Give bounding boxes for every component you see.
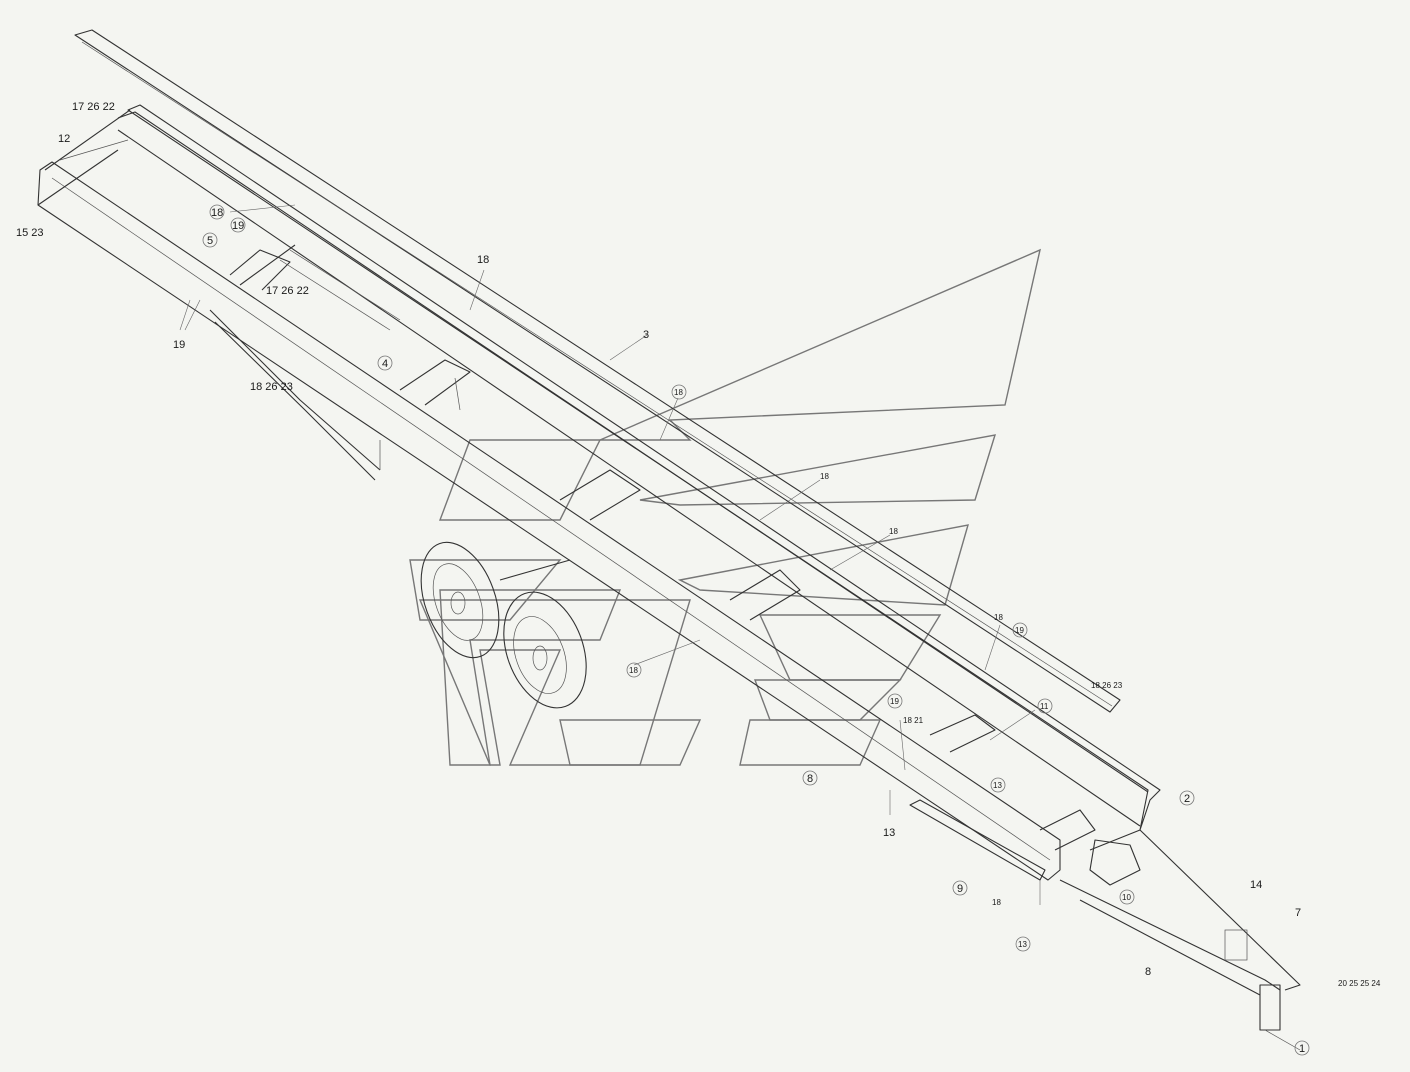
callout-11: 11 bbox=[1037, 698, 1053, 714]
callout-13-mid: 13 bbox=[883, 827, 895, 839]
callout-text: 19 bbox=[232, 220, 244, 232]
callout-19-left: 19 bbox=[230, 217, 246, 233]
callout-text: 12 bbox=[58, 133, 70, 145]
callout-text: 18 bbox=[994, 613, 1003, 622]
diagonal-braces bbox=[209, 309, 381, 481]
wheel-pair bbox=[420, 541, 587, 709]
callout-text: 14 bbox=[1250, 879, 1262, 891]
callout-text: 13 bbox=[993, 781, 1002, 790]
main-frame bbox=[37, 29, 1161, 881]
callout-text: 18 bbox=[889, 527, 898, 536]
callout-8-right: 8 bbox=[1145, 966, 1151, 978]
callout-text: 18 26 23 bbox=[1091, 681, 1123, 690]
callout-18-26-23-right: 18 26 23 bbox=[1091, 681, 1123, 690]
callout-18-c: 18 bbox=[889, 527, 898, 536]
callout-17-26-22-top: 17 26 22 bbox=[72, 101, 115, 113]
callout-text: 18 bbox=[629, 666, 638, 675]
callout-2: 2 bbox=[1179, 790, 1195, 806]
callout-18-rail: 18 bbox=[477, 254, 489, 266]
callout-18-lower: 18 bbox=[992, 898, 1001, 907]
callout-text: 2 bbox=[1184, 793, 1190, 805]
callout-text: 17 26 22 bbox=[72, 101, 115, 113]
callout-text: 10 bbox=[1122, 893, 1131, 902]
callout-text: 18 bbox=[992, 898, 1001, 907]
callout-text: 8 bbox=[807, 773, 813, 785]
callout-19-bolts: 19 bbox=[173, 339, 185, 351]
callout-text: 13 bbox=[883, 827, 895, 839]
tow-hitch-assembly bbox=[909, 799, 1301, 1051]
callout-20-25-25-24: 20 25 25 24 bbox=[1338, 979, 1381, 988]
callout-text: 18 bbox=[820, 472, 829, 481]
callout-19-right: 19 bbox=[1012, 622, 1028, 638]
callout-18-d: 18 bbox=[626, 662, 642, 678]
callout-text: 18 26 23 bbox=[250, 381, 293, 393]
callout-18-a: 18 bbox=[671, 384, 687, 400]
callout-18-left: 18 bbox=[209, 204, 225, 220]
callout-text: 19 bbox=[890, 697, 899, 706]
callout-text: 8 bbox=[1145, 966, 1151, 978]
callout-text: 1 bbox=[1299, 1043, 1305, 1055]
callout-text: 18 bbox=[211, 207, 223, 219]
callout-3: 3 bbox=[643, 329, 649, 341]
callout-text: 4 bbox=[382, 358, 388, 370]
callout-text: 18 21 bbox=[903, 716, 924, 725]
callout-15-23: 15 23 bbox=[16, 227, 44, 239]
callout-text: 18 bbox=[477, 254, 489, 266]
cross-members bbox=[229, 244, 1096, 851]
callout-14: 14 bbox=[1250, 879, 1262, 891]
callout-text: 13 bbox=[1018, 940, 1027, 949]
callout-text: 19 bbox=[1015, 626, 1024, 635]
callout-text: 3 bbox=[643, 329, 649, 341]
callout-5: 5 bbox=[202, 232, 218, 248]
callout-9: 9 bbox=[952, 880, 968, 896]
callout-text: 20 25 25 24 bbox=[1338, 979, 1381, 988]
callout-text: 18 bbox=[674, 388, 683, 397]
callout-18-26-23-left: 18 26 23 bbox=[250, 381, 293, 393]
callout-12: 12 bbox=[58, 133, 70, 145]
leader-lines bbox=[179, 204, 1041, 905]
callout-18-b: 18 bbox=[820, 472, 829, 481]
callout-19-center: 19 bbox=[887, 693, 903, 709]
callout-text: 7 bbox=[1295, 907, 1301, 919]
callout-18-21: 18 21 bbox=[903, 716, 924, 725]
callout-17-26-22-mid: 17 26 22 bbox=[266, 285, 309, 297]
callout-7: 7 bbox=[1295, 907, 1301, 919]
callout-4: 4 bbox=[377, 355, 393, 371]
callout-text: 5 bbox=[207, 235, 213, 247]
callout-text: 17 26 22 bbox=[266, 285, 309, 297]
callout-text: 11 bbox=[1040, 702, 1049, 711]
callout-text: 19 bbox=[173, 339, 185, 351]
callout-18-e: 18 bbox=[994, 613, 1003, 622]
callout-10: 10 bbox=[1119, 889, 1135, 905]
callout-labels: 17 26 22 12 15 23 18 19 5 17 26 22 19 18… bbox=[16, 101, 1381, 1056]
callout-text: 9 bbox=[957, 883, 963, 895]
callout-text: 15 23 bbox=[16, 227, 44, 239]
callout-13-lower: 13 bbox=[1015, 936, 1031, 952]
callout-13-upper: 13 bbox=[990, 777, 1006, 793]
callout-8-left: 8 bbox=[802, 770, 818, 786]
callout-1: 1 bbox=[1294, 1040, 1310, 1056]
